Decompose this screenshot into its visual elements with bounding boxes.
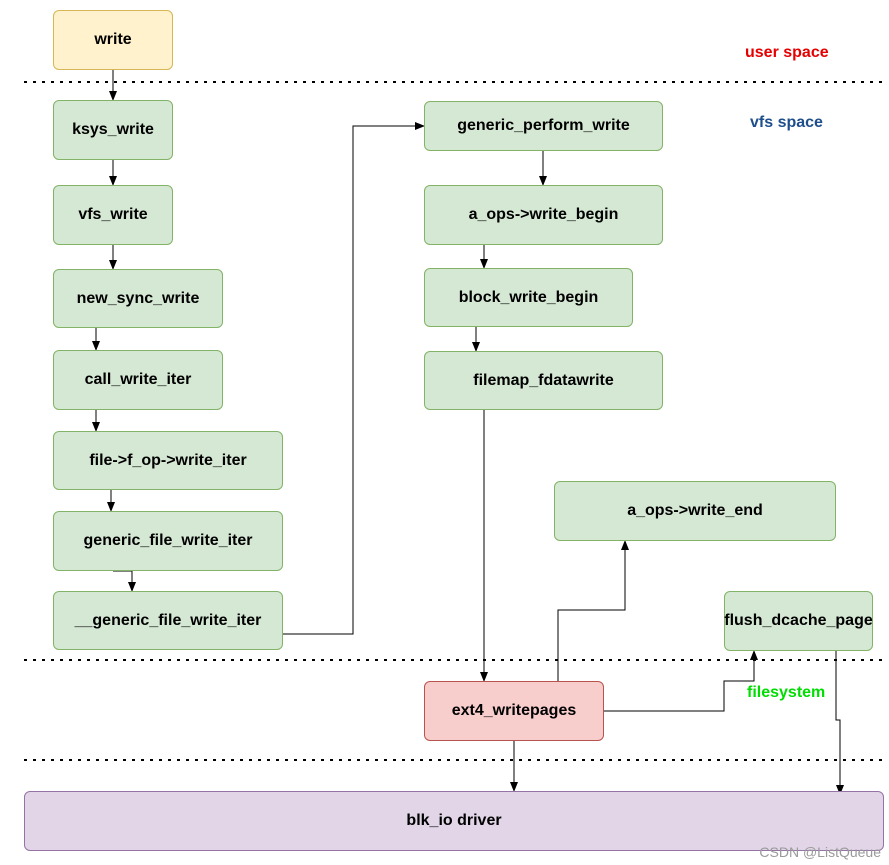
edge-ext4-writepages-to-flush-dcache-page xyxy=(604,650,758,712)
zone-label-vfs-space: vfs space xyxy=(750,114,823,131)
edge-generic-file-write-iter-to-internal xyxy=(113,570,136,592)
node-generic-perform-write: generic_perform_write xyxy=(424,101,663,151)
node-filemap-fdatawrite: filemap_fdatawrite xyxy=(424,351,663,410)
zone-label-filesystem: filesystem xyxy=(747,684,826,701)
node-call-write-iter: call_write_iter xyxy=(53,350,223,410)
node-block-write-begin: block_write_begin xyxy=(424,268,633,327)
edge-flush-dcache-page-to-blk-io-driver xyxy=(835,651,844,795)
node-generic-file-write-iter-internal: __generic_file_write_iter xyxy=(53,591,283,650)
node-ksys-write: ksys_write xyxy=(53,100,173,160)
node-vfs-write: vfs_write xyxy=(53,185,173,245)
zone-label-user-space: user space xyxy=(745,44,829,61)
node-ext4-writepages: ext4_writepages xyxy=(424,681,604,741)
node-blk-io-driver: blk_io driver xyxy=(24,791,884,851)
edge-internal-to-generic-perform-write xyxy=(283,122,425,635)
watermark: CSDN @ListQueue xyxy=(759,844,881,860)
edge-ext4-writepages-to-write-end xyxy=(557,540,629,681)
node-flush-dcache-page: flush_dcache_page xyxy=(724,591,873,651)
node-write: write xyxy=(53,10,173,70)
node-generic-file-write-iter: generic_file_write_iter xyxy=(53,511,283,571)
node-new-sync-write: new_sync_write xyxy=(53,269,223,328)
node-write-begin: a_ops->write_begin xyxy=(424,185,663,245)
node-write-end: a_ops->write_end xyxy=(554,481,836,541)
node-f-op-write-iter: file->f_op->write_iter xyxy=(53,431,283,490)
